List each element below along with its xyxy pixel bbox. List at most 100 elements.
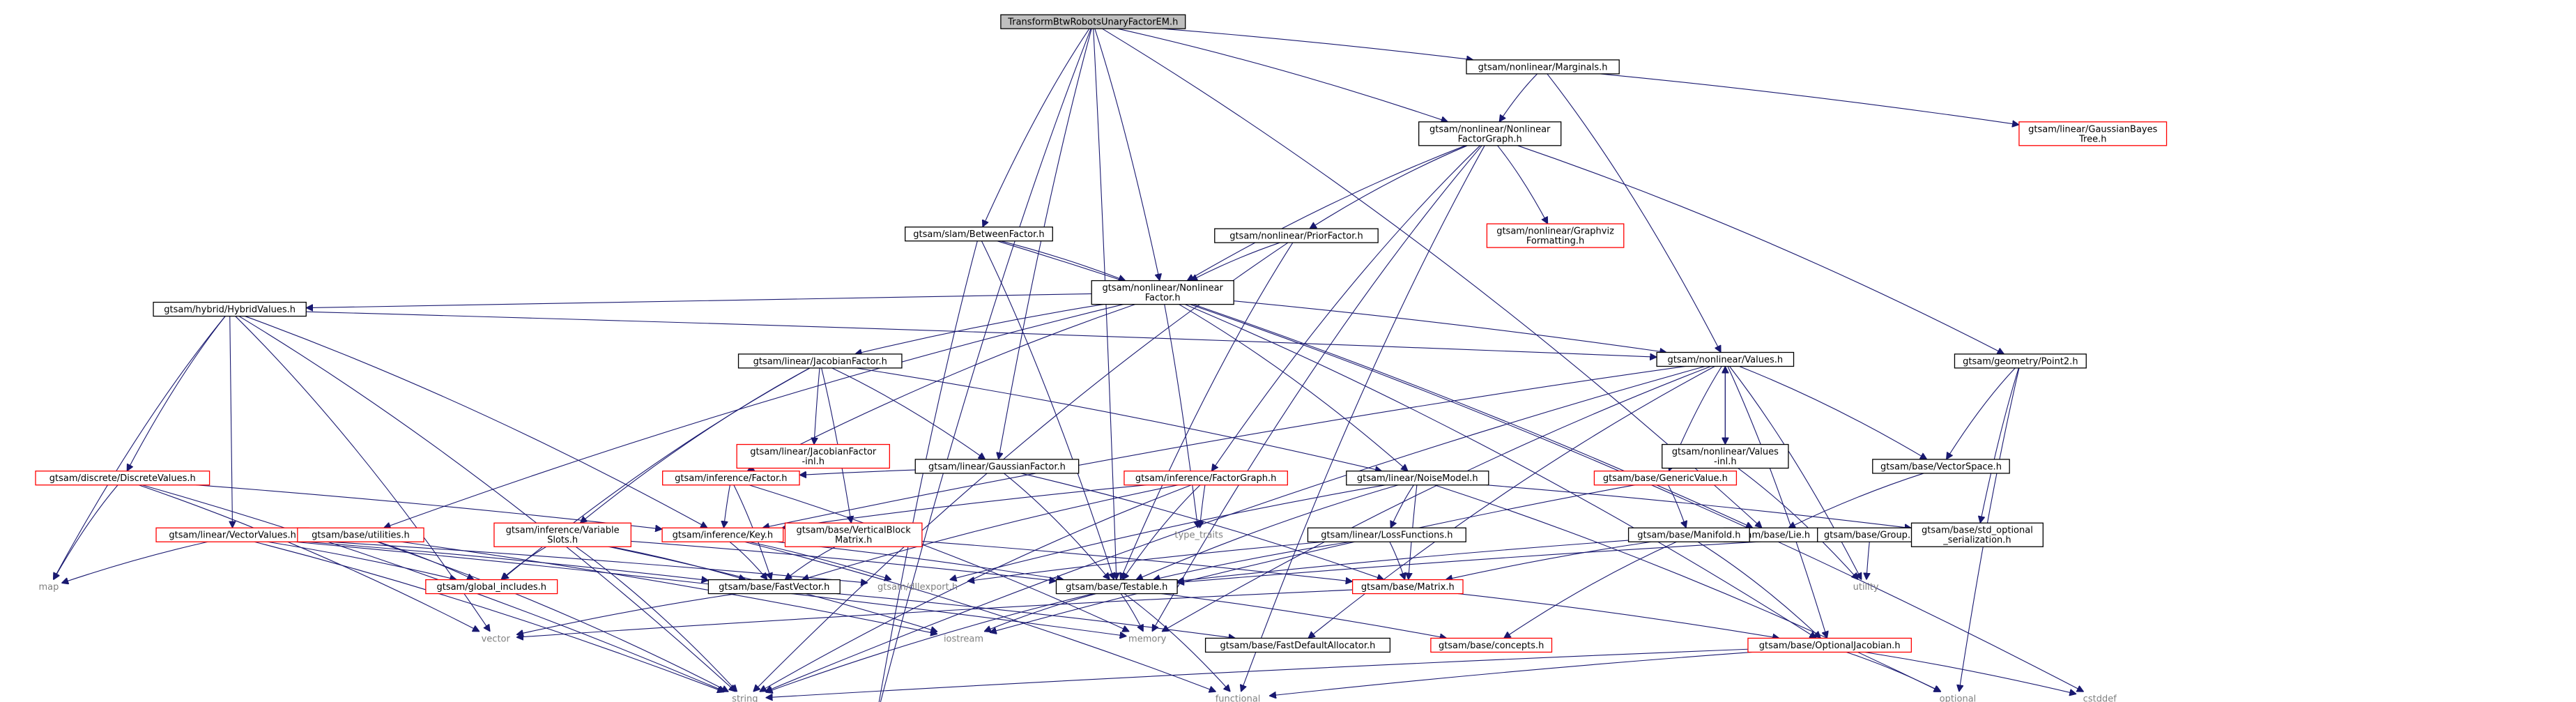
- edge-group-to-testable: [1177, 537, 1818, 582]
- node-point2[interactable]: gtsam/geometry/Point2.h: [1954, 353, 2087, 369]
- node-utilities[interactable]: gtsam/base/utilities.h: [297, 527, 424, 542]
- edge-factorgraph-to-key: [782, 484, 1147, 528]
- node-layer: TransformBtwRobotsUnaryFactorEM.hostream…: [35, 14, 2168, 702]
- edge-discrete-to-key: [196, 484, 662, 529]
- node-vectorspace[interactable]: gtsam/base/VectorSpace.h: [1872, 459, 2010, 474]
- edge-fastvector-to-fastalloc: [836, 593, 1235, 639]
- node-noisemodel[interactable]: gtsam/linear/NoiseModel.h: [1346, 471, 1489, 486]
- node-factor[interactable]: gtsam/inference/Factor.h: [662, 471, 800, 486]
- node-testable[interactable]: gtsam/base/Testable.h: [1055, 579, 1178, 595]
- edge-prior-to-nlfactor: [1190, 242, 1280, 281]
- edge-values-to-key: [762, 365, 1686, 528]
- node-box-gbtree: [2018, 121, 2168, 146]
- node-stdopt[interactable]: gtsam/base/std_optional_serialization.h: [1910, 522, 2044, 547]
- node-label-matrix-0: gtsam/base/Matrix.h: [1361, 582, 1455, 593]
- node-values[interactable]: gtsam/nonlinear/Values.h: [1656, 351, 1795, 367]
- node-jacobianinl[interactable]: gtsam/linear/JacobianFactor-inl.h: [736, 443, 890, 469]
- node-vectorvalues[interactable]: gtsam/linear/VectorValues.h: [155, 527, 309, 542]
- node-label-point2-0: gtsam/geometry/Point2.h: [1963, 356, 2078, 367]
- node-label-marginals-0: gtsam/nonlinear/Marginals.h: [1478, 62, 1608, 73]
- node-dllexport[interactable]: gtsam/dllexport.h: [868, 580, 967, 594]
- edge-point2-to-optional: [1959, 367, 2020, 692]
- node-optjac[interactable]: gtsam/base/OptionalJacobian.h: [1747, 637, 1912, 653]
- node-iostream[interactable]: iostream: [937, 632, 990, 646]
- node-label-graphviz-0: gtsam/nonlinear/Graphviz: [1496, 227, 1614, 237]
- node-label-dllexport-0: gtsam/dllexport.h: [877, 582, 958, 593]
- node-jacobian[interactable]: gtsam/linear/JacobianFactor.h: [737, 353, 903, 369]
- node-box-noisemodel: [1346, 471, 1489, 486]
- node-manifold[interactable]: gtsam/base/Manifold.h: [1627, 527, 1750, 542]
- node-box-valuesinl: [1662, 443, 1789, 469]
- node-label-testable-0: gtsam/base/Testable.h: [1066, 582, 1167, 593]
- node-map[interactable]: map: [36, 580, 62, 594]
- node-typetraits[interactable]: type_traits: [1165, 528, 1233, 542]
- edge-lossfn-to-dllexport: [967, 541, 1324, 581]
- node-functional[interactable]: functional: [1206, 692, 1269, 702]
- node-lossfn[interactable]: gtsam/linear/LossFunctions.h: [1307, 527, 1466, 542]
- edge-nlfg-to-graphviz: [1497, 145, 1548, 224]
- node-label-group-0: gtsam/base/Group.h: [1824, 531, 1916, 541]
- node-group[interactable]: gtsam/base/Group.h: [1817, 527, 1924, 542]
- node-label-lossfn-0: gtsam/linear/LossFunctions.h: [1321, 531, 1452, 541]
- edge-nlfactor-to-factor: [747, 304, 1135, 471]
- node-box-testable: [1055, 579, 1178, 595]
- edge-root-to-marginals: [1162, 28, 1473, 60]
- node-label-discrete-0: gtsam/discrete/DiscreteValues.h: [49, 473, 196, 484]
- edge-noisemodel-to-dllexport: [950, 484, 1386, 580]
- node-discrete[interactable]: gtsam/discrete/DiscreteValues.h: [35, 471, 210, 486]
- node-label-vblock-0: gtsam/base/VerticalBlock: [797, 526, 912, 536]
- node-box-stdopt: [1910, 522, 2044, 547]
- node-prior[interactable]: gtsam/nonlinear/PriorFactor.h: [1214, 228, 1379, 243]
- node-label-memory-0: memory: [1128, 634, 1167, 644]
- node-memory[interactable]: memory: [1126, 632, 1168, 646]
- edge-testable-to-iostream: [984, 593, 1096, 632]
- node-label-typetraits-0: type_traits: [1174, 531, 1223, 541]
- node-optional[interactable]: optional: [1932, 692, 1984, 702]
- node-valuesinl[interactable]: gtsam/nonlinear/Values-inl.h: [1662, 443, 1789, 469]
- node-vector[interactable]: vector: [475, 632, 516, 646]
- node-label-key-0: gtsam/inference/Key.h: [673, 531, 773, 541]
- node-label-nlfactor-1: Factor.h: [1145, 293, 1181, 303]
- node-factorgraph[interactable]: gtsam/inference/FactorGraph.h: [1124, 471, 1288, 486]
- node-label-vectorvalues-0: gtsam/linear/VectorValues.h: [169, 531, 296, 541]
- edge-discrete-to-vector: [138, 484, 480, 632]
- node-between[interactable]: gtsam/slam/BetweenFactor.h: [905, 227, 1053, 242]
- edge-marginals-to-gbtree: [1600, 73, 2019, 125]
- node-gaussian[interactable]: gtsam/linear/GaussianFactor.h: [914, 459, 1080, 474]
- edge-factorgraph-to-testable: [1122, 484, 1201, 580]
- node-fastvector[interactable]: gtsam/base/FastVector.h: [707, 579, 841, 595]
- node-fastalloc[interactable]: gtsam/base/FastDefaultAllocator.h: [1204, 637, 1391, 653]
- node-label-gbtree-0: gtsam/linear/GaussianBayes: [2028, 124, 2158, 135]
- node-cstddef[interactable]: cstddef: [2076, 692, 2123, 702]
- edge-root-to-testable: [1093, 29, 1117, 579]
- node-genericvalue[interactable]: gtsam/base/GenericValue.h: [1593, 471, 1738, 486]
- edge-nlfg-to-memory: [1152, 145, 1482, 632]
- node-label-cstddef-0: cstddef: [2083, 694, 2117, 702]
- node-label-nlfactor-0: gtsam/nonlinear/Nonlinear: [1102, 283, 1223, 293]
- node-globalinc[interactable]: gtsam/global_includes.h: [425, 579, 558, 595]
- node-box-jacobian: [737, 353, 903, 369]
- edge-gaussian-to-matrix: [1020, 473, 1384, 580]
- node-matrix[interactable]: gtsam/base/Matrix.h: [1351, 579, 1464, 595]
- node-concepts[interactable]: gtsam/base/concepts.h: [1430, 637, 1553, 653]
- node-label-map-0: map: [38, 582, 59, 593]
- edge-nlfg-to-factorgraph: [1211, 145, 1481, 471]
- node-hybrid[interactable]: gtsam/hybrid/HybridValues.h: [153, 301, 307, 317]
- node-root[interactable]: TransformBtwRobotsUnaryFactorEM.h: [1000, 14, 1186, 29]
- edge-jacobian-to-jacobianinl: [814, 367, 820, 445]
- node-marginals[interactable]: gtsam/nonlinear/Marginals.h: [1466, 59, 1620, 75]
- edge-root-to-ostream: [880, 28, 1091, 702]
- node-label-lie-0: gtsam/base/Lie.h: [1732, 531, 1810, 541]
- node-label-factor-0: gtsam/inference/Factor.h: [675, 473, 787, 484]
- edge-noisemodel-to-testable: [1136, 484, 1399, 580]
- edge-utilities-to-iostream: [401, 541, 937, 634]
- node-string[interactable]: string: [724, 692, 766, 702]
- node-key[interactable]: gtsam/inference/Key.h: [661, 527, 784, 542]
- node-utility[interactable]: utility: [1843, 580, 1889, 594]
